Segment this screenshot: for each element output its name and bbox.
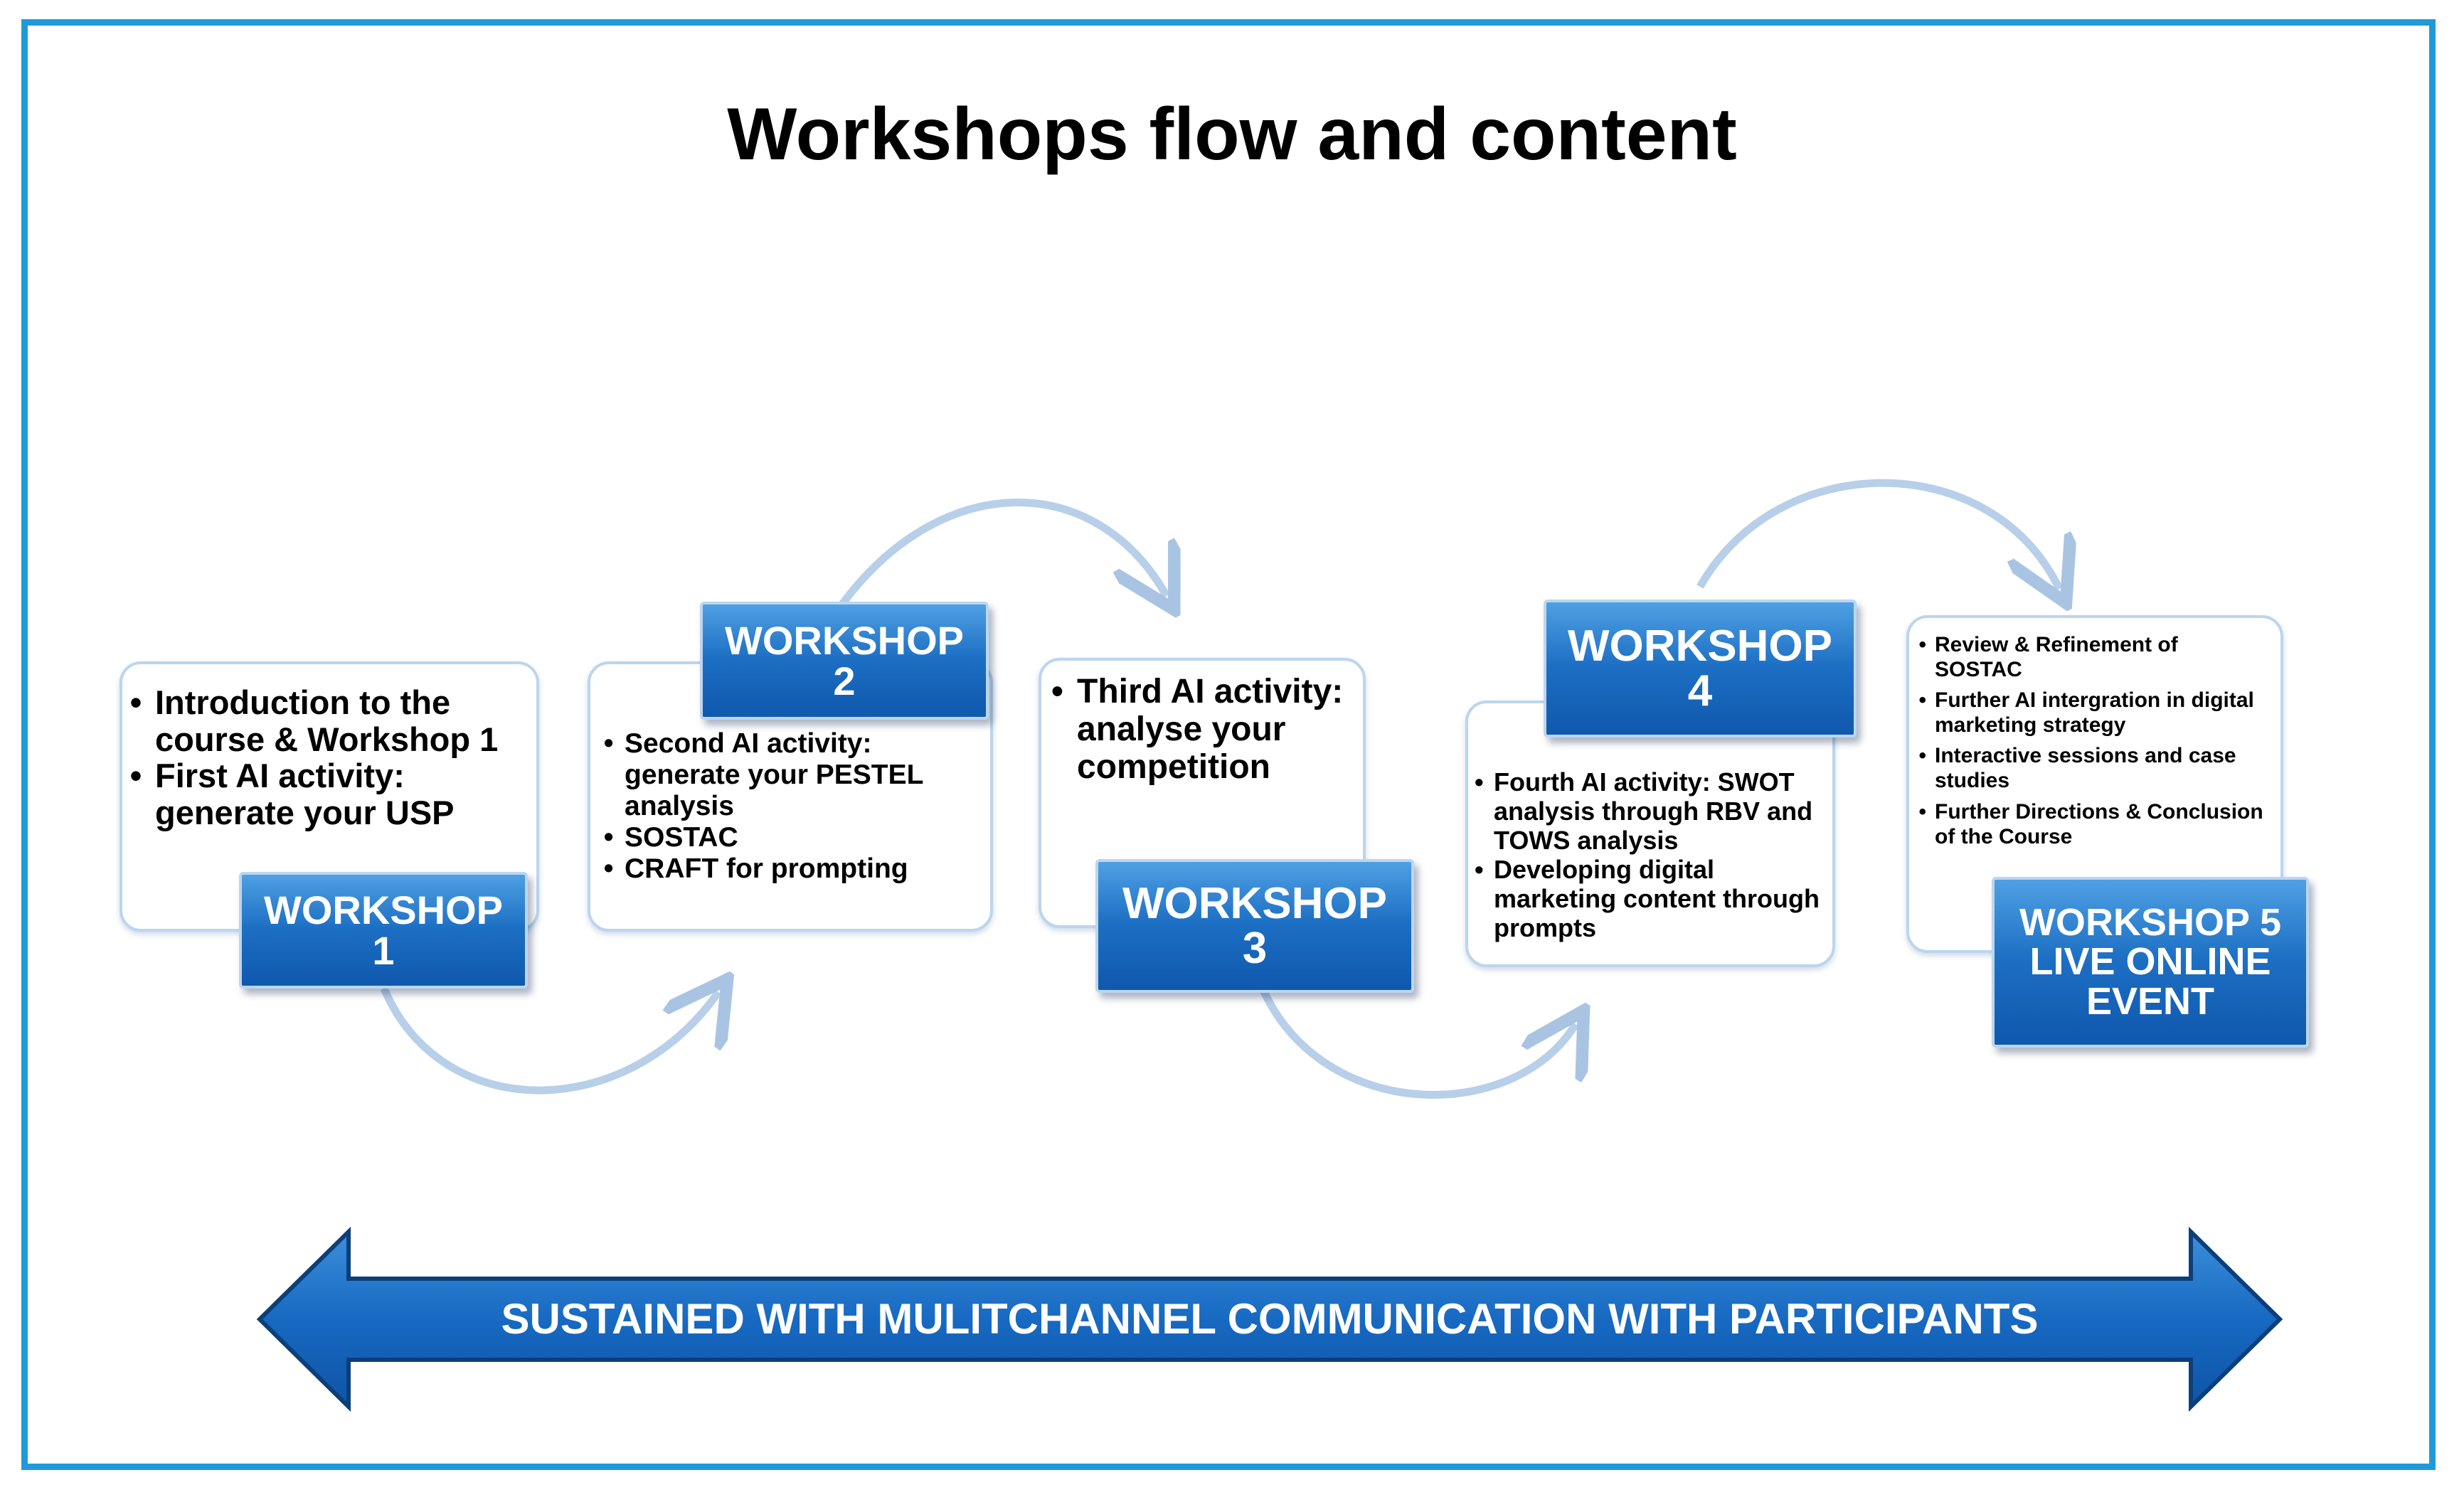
workshop-2-badge-line: WORKSHOP — [725, 617, 964, 663]
workshop-1-badge-line: 1 — [372, 928, 395, 973]
workshop-5-item: Interactive sessions and case studies — [1919, 743, 2271, 793]
workshop-2-item: Second AI activity: generate your PESTEL… — [604, 728, 979, 822]
diagram-title: Workshops flow and content — [727, 93, 1737, 176]
workshop-1-badge-line: WORKSHOP — [264, 887, 503, 932]
workshop-3-badge-line: WORKSHOP — [1122, 878, 1387, 928]
workshop-3-badge: WORKSHOP 3 — [1095, 859, 1414, 993]
workshop-5-badge-line: LIVE ONLINE — [2029, 940, 2271, 984]
workshop-4-badge-line: WORKSHOP — [1568, 621, 1832, 671]
workshop-3-items: Third AI activity: analyse your competit… — [1051, 673, 1352, 786]
workshop-2-items: Second AI activity: generate your PESTEL… — [604, 728, 979, 885]
workshop-1-items: Introduction to the course & Workshop 1 … — [130, 684, 522, 831]
workshop-2-badge: WORKSHOP 2 — [700, 602, 989, 720]
connector-4-to-5 — [1696, 479, 2059, 589]
workshop-5-badge-line: EVENT — [2086, 979, 2215, 1023]
workshop-2-item: CRAFT for prompting — [604, 853, 979, 885]
workshop-4-badge: WORKSHOP 4 — [1544, 600, 1857, 737]
workshop-5-item: Review & Refinement of SOSTAC — [1919, 632, 2271, 682]
workshop-3-item: Third AI activity: analyse your competit… — [1051, 673, 1352, 786]
workshop-3-badge-line: 3 — [1242, 924, 1268, 973]
workshop-4-content-box: Fourth AI activity: SWOT analysis throug… — [1465, 701, 1835, 967]
workshop-1-item: First AI activity: generate your USP — [130, 757, 522, 831]
workshop-4-item: Fourth AI activity: SWOT analysis throug… — [1475, 767, 1822, 855]
workshop-4-items: Fourth AI activity: SWOT analysis throug… — [1475, 767, 1822, 942]
connector-3-to-4 — [1258, 986, 1576, 1099]
workshop-5-item: Further Directions & Conclusion of the C… — [1919, 799, 2271, 849]
workshop-4-item: Developing digital marketing content thr… — [1475, 855, 1822, 942]
workshop-2-item: SOSTAC — [604, 822, 979, 853]
banner-text: SUSTAINED WITH MULITCHANNEL COMMUNICATIO… — [501, 1295, 2039, 1343]
workshop-5-badge-line: WORKSHOP 5 — [2019, 901, 2282, 944]
workshop-1-item: Introduction to the course & Workshop 1 — [130, 684, 522, 758]
double-arrow-shape — [256, 1226, 2283, 1412]
workshop-5-items: Review & Refinement of SOSTAC Further AI… — [1919, 632, 2271, 849]
workshop-1-badge: WORKSHOP 1 — [239, 872, 528, 989]
workshop-4-badge-line: 4 — [1687, 666, 1713, 715]
connector-1-to-2 — [380, 989, 718, 1094]
workshop-2-badge-line: 2 — [833, 659, 856, 703]
figure-frame — [21, 19, 2436, 1470]
workshop-5-item: Further AI intergration in digital marke… — [1919, 688, 2271, 737]
connector-2-to-3 — [836, 499, 1167, 608]
workshop-5-badge: WORKSHOP 5 LIVE ONLINE EVENT — [1992, 877, 2309, 1048]
